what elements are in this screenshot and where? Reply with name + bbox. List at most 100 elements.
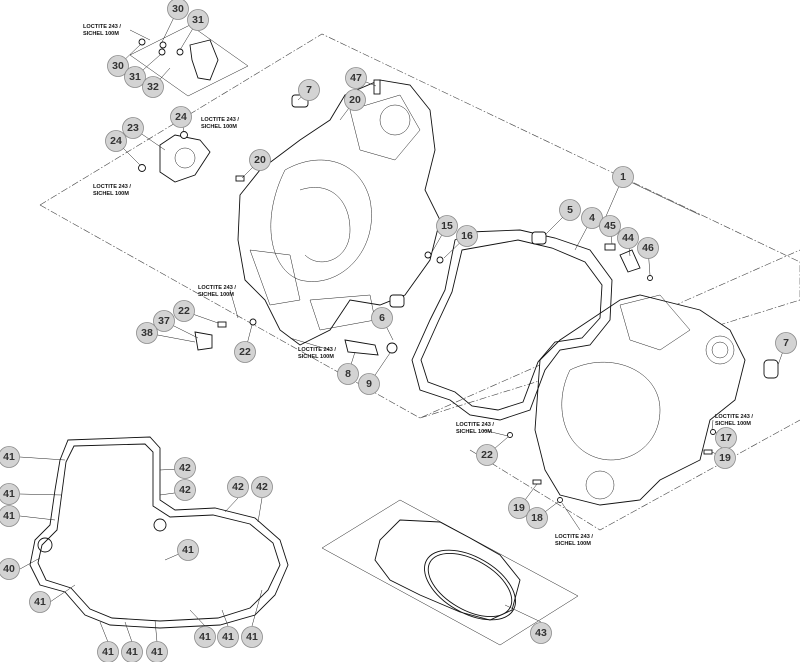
- callout: 43: [530, 622, 552, 644]
- svg-text:45: 45: [604, 220, 616, 232]
- callout: 41: [29, 591, 51, 613]
- svg-text:SICHEL 100M: SICHEL 100M: [715, 421, 751, 427]
- svg-text:LOCTITE 243 /: LOCTITE 243 /: [298, 347, 336, 353]
- svg-text:41: 41: [3, 488, 15, 500]
- svg-text:7: 7: [306, 84, 312, 96]
- callout: 23: [122, 117, 144, 139]
- callout: 38: [136, 322, 158, 344]
- callout: 6: [371, 307, 393, 329]
- svg-text:LOCTITE 243 /: LOCTITE 243 /: [456, 422, 494, 428]
- callout: 42: [174, 479, 196, 501]
- gasket-set-outline: [29, 436, 289, 629]
- svg-text:SICHEL 100M: SICHEL 100M: [456, 429, 492, 435]
- svg-text:41: 41: [102, 646, 114, 658]
- loctite-note: LOCTITE 243 /SICHEL 100M: [715, 414, 753, 427]
- callout: 42: [227, 476, 249, 498]
- callout: 19: [714, 447, 736, 469]
- callout: 8: [337, 363, 359, 385]
- svg-text:16: 16: [461, 230, 473, 242]
- loctite-note: LOCTITE 243 /SICHEL 100M: [198, 285, 236, 298]
- svg-text:41: 41: [34, 596, 46, 608]
- svg-text:LOCTITE 243 /: LOCTITE 243 /: [715, 414, 753, 420]
- svg-text:30: 30: [172, 3, 184, 15]
- svg-text:SICHEL 100M: SICHEL 100M: [201, 124, 237, 130]
- callout: 7: [775, 332, 797, 354]
- callout: 41: [241, 626, 263, 648]
- svg-text:LOCTITE 243 /: LOCTITE 243 /: [83, 24, 121, 30]
- svg-text:46: 46: [642, 242, 654, 254]
- callout: 30: [167, 0, 189, 20]
- svg-text:19: 19: [719, 452, 731, 464]
- svg-text:38: 38: [141, 327, 153, 339]
- callout: 30: [107, 55, 129, 77]
- svg-text:43: 43: [535, 627, 547, 639]
- callout: 5: [559, 199, 581, 221]
- svg-text:32: 32: [147, 81, 159, 93]
- callout: 41: [97, 641, 119, 662]
- svg-text:LOCTITE 243 /: LOCTITE 243 /: [93, 184, 131, 190]
- svg-text:41: 41: [3, 510, 15, 522]
- crankcase-gasket: [411, 229, 613, 421]
- loctite-note: LOCTITE 243 /SICHEL 100M: [93, 184, 131, 197]
- svg-text:44: 44: [622, 232, 634, 244]
- svg-text:47: 47: [350, 72, 362, 84]
- svg-text:23: 23: [127, 122, 139, 134]
- svg-text:SICHEL 100M: SICHEL 100M: [555, 541, 591, 547]
- loctite-notes: LOCTITE 243 /SICHEL 100M LOCTITE 243 /SI…: [83, 24, 753, 547]
- svg-text:22: 22: [481, 449, 493, 461]
- loctite-note: LOCTITE 243 /SICHEL 100M: [456, 422, 494, 435]
- svg-text:24: 24: [110, 135, 122, 147]
- svg-text:SICHEL 100M: SICHEL 100M: [198, 292, 234, 298]
- svg-text:22: 22: [178, 305, 190, 317]
- svg-text:LOCTITE 243 /: LOCTITE 243 /: [201, 117, 239, 123]
- svg-text:22: 22: [239, 346, 251, 358]
- callout: 16: [456, 225, 478, 247]
- callout: 46: [637, 237, 659, 259]
- svg-text:41: 41: [126, 646, 138, 658]
- svg-text:31: 31: [192, 14, 204, 26]
- callout: 7: [298, 79, 320, 101]
- svg-text:20: 20: [254, 154, 266, 166]
- callout: 37: [153, 310, 175, 332]
- loctite-note: LOCTITE 243 /SICHEL 100M: [83, 24, 121, 37]
- svg-text:4: 4: [589, 212, 595, 224]
- svg-text:41: 41: [222, 631, 234, 643]
- svg-text:SICHEL 100M: SICHEL 100M: [298, 354, 334, 360]
- callout: 22: [234, 341, 256, 363]
- svg-text:41: 41: [246, 631, 258, 643]
- svg-text:42: 42: [179, 462, 191, 474]
- callout: 9: [358, 373, 380, 395]
- loctite-note: LOCTITE 243 /SICHEL 100M: [555, 534, 593, 547]
- callout: 41: [177, 539, 199, 561]
- svg-text:6: 6: [379, 312, 385, 324]
- svg-text:31: 31: [129, 71, 141, 83]
- svg-text:41: 41: [199, 631, 211, 643]
- svg-text:SICHEL 100M: SICHEL 100M: [83, 31, 119, 37]
- callout: 4: [581, 207, 603, 229]
- svg-text:1: 1: [620, 171, 626, 183]
- svg-text:15: 15: [441, 220, 453, 232]
- callout: 15: [436, 215, 458, 237]
- svg-text:SICHEL 100M: SICHEL 100M: [93, 191, 129, 197]
- callout: 42: [174, 457, 196, 479]
- callout: 41: [0, 446, 20, 468]
- callout: 42: [251, 476, 273, 498]
- callout: 32: [142, 76, 164, 98]
- svg-text:8: 8: [345, 368, 351, 380]
- callout: 22: [476, 444, 498, 466]
- svg-text:17: 17: [720, 432, 732, 444]
- svg-text:7: 7: [783, 337, 789, 349]
- svg-text:42: 42: [179, 484, 191, 496]
- svg-text:30: 30: [112, 60, 124, 72]
- callout: 41: [121, 641, 143, 662]
- gasket-kit: [374, 519, 521, 621]
- svg-text:19: 19: [513, 502, 525, 514]
- svg-text:20: 20: [349, 94, 361, 106]
- callout: 45: [599, 215, 621, 237]
- svg-text:LOCTITE 243 /: LOCTITE 243 /: [555, 534, 593, 540]
- loctite-note: LOCTITE 243 /SICHEL 100M: [201, 117, 239, 130]
- callout: 22: [173, 300, 195, 322]
- callout: 41: [217, 626, 239, 648]
- svg-text:41: 41: [182, 544, 194, 556]
